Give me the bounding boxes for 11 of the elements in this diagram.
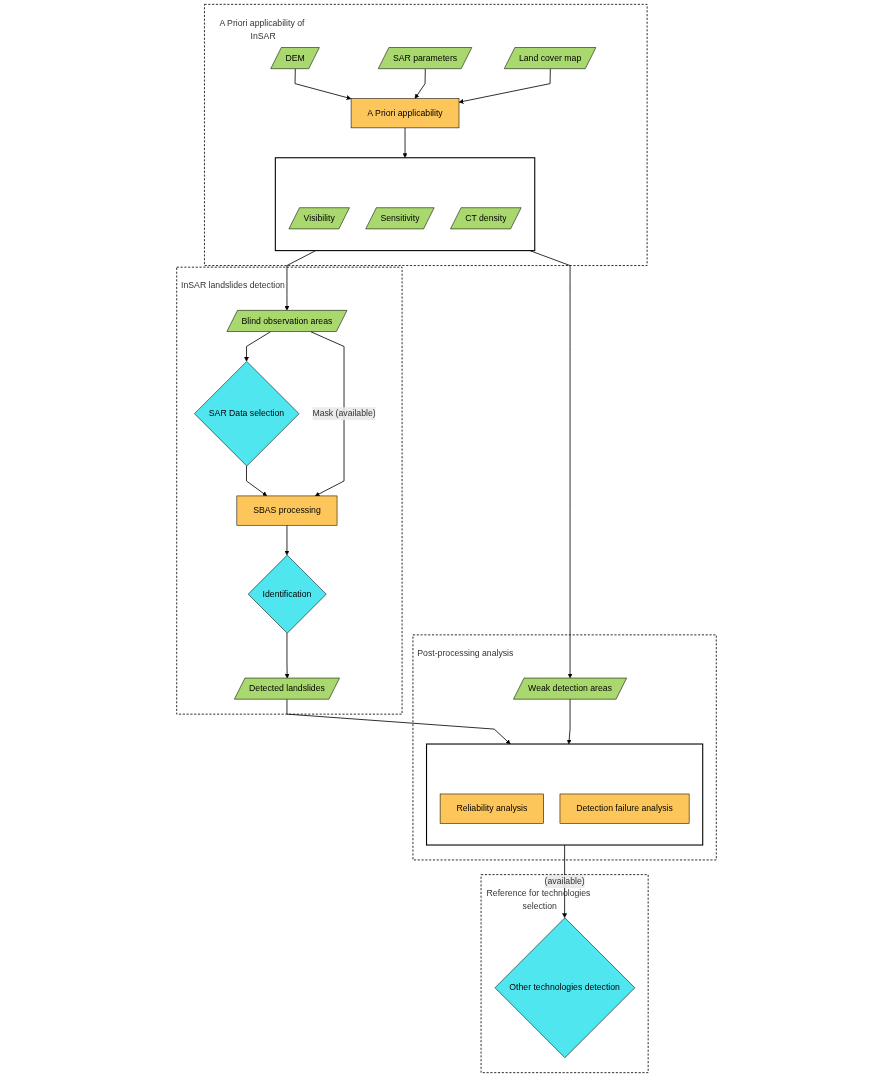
node-box: Detection failure analysis (559, 793, 690, 824)
node-box: Reliability analysis (439, 793, 544, 824)
node-diamond: Other technologies detection (494, 917, 636, 1058)
edge-label: Mask (available) (312, 408, 376, 419)
node-diamond: SAR Data selection (194, 361, 300, 467)
node-box: A Priori applicability (350, 98, 460, 129)
node-box: SBAS processing (236, 495, 338, 526)
node-diamond: Identification (247, 554, 327, 634)
edge-label: (available) (544, 876, 585, 886)
cluster (274, 157, 536, 252)
cluster (425, 743, 704, 846)
